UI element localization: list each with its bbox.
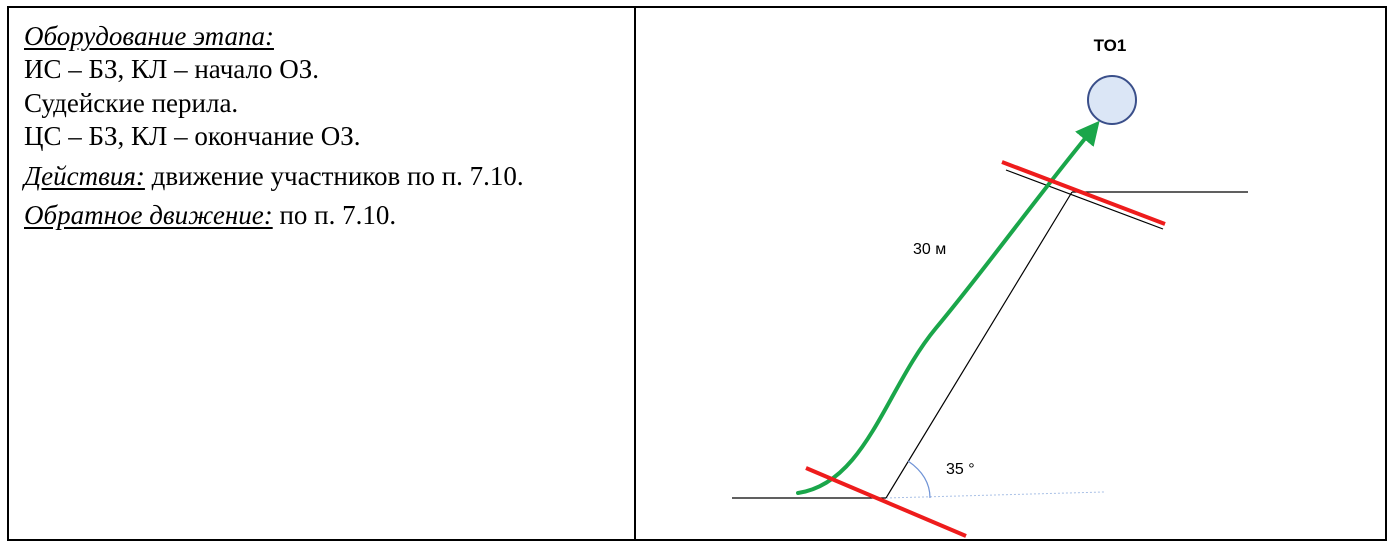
actions-text: движение участников по п. 7.10. [144, 160, 524, 191]
equipment-heading-text: Оборудование этапа: [24, 21, 274, 51]
actions-heading: Действия: [24, 160, 145, 191]
stage-table: Оборудование этапа: ИС – БЗ, КЛ – начало… [7, 6, 1387, 541]
start-control-line [805, 466, 967, 538]
reverse-paragraph: Обратное движение: по п. 7.10. [24, 199, 634, 232]
angle-arc [907, 460, 931, 499]
stage-description-cell: Оборудование этапа: ИС – БЗ, КЛ – начало… [9, 8, 636, 539]
ledge-edge-line [1005, 169, 1164, 230]
length-label: 30 м [913, 241, 946, 258]
route-arrow [796, 120, 1100, 495]
equipment-line-2: Судейские перила. [24, 87, 239, 118]
angle-label: 35 ° [946, 461, 975, 478]
equipment-line-3: ЦС – БЗ, КЛ – окончание ОЗ. [24, 121, 361, 152]
actions-paragraph: Действия: движение участников по п. 7.10… [24, 160, 634, 193]
stage-diagram-cell: ТО1 35 ° 30 м [636, 8, 1385, 539]
slope-diagram: ТО1 35 ° 30 м [732, 36, 1248, 538]
reverse-heading: Обратное движение: [24, 200, 273, 231]
finish-control-line [1001, 160, 1166, 226]
equipment-line-1: ИС – БЗ, КЛ – начало ОЗ. [24, 54, 320, 85]
horizontal-reference-line [885, 491, 1105, 499]
target-label: ТО1 [1094, 36, 1127, 55]
target-circle [1087, 75, 1137, 125]
equipment-heading: Оборудование этапа: [24, 20, 634, 53]
reverse-text: по п. 7.10. [272, 200, 397, 231]
slope-line [885, 191, 1073, 499]
